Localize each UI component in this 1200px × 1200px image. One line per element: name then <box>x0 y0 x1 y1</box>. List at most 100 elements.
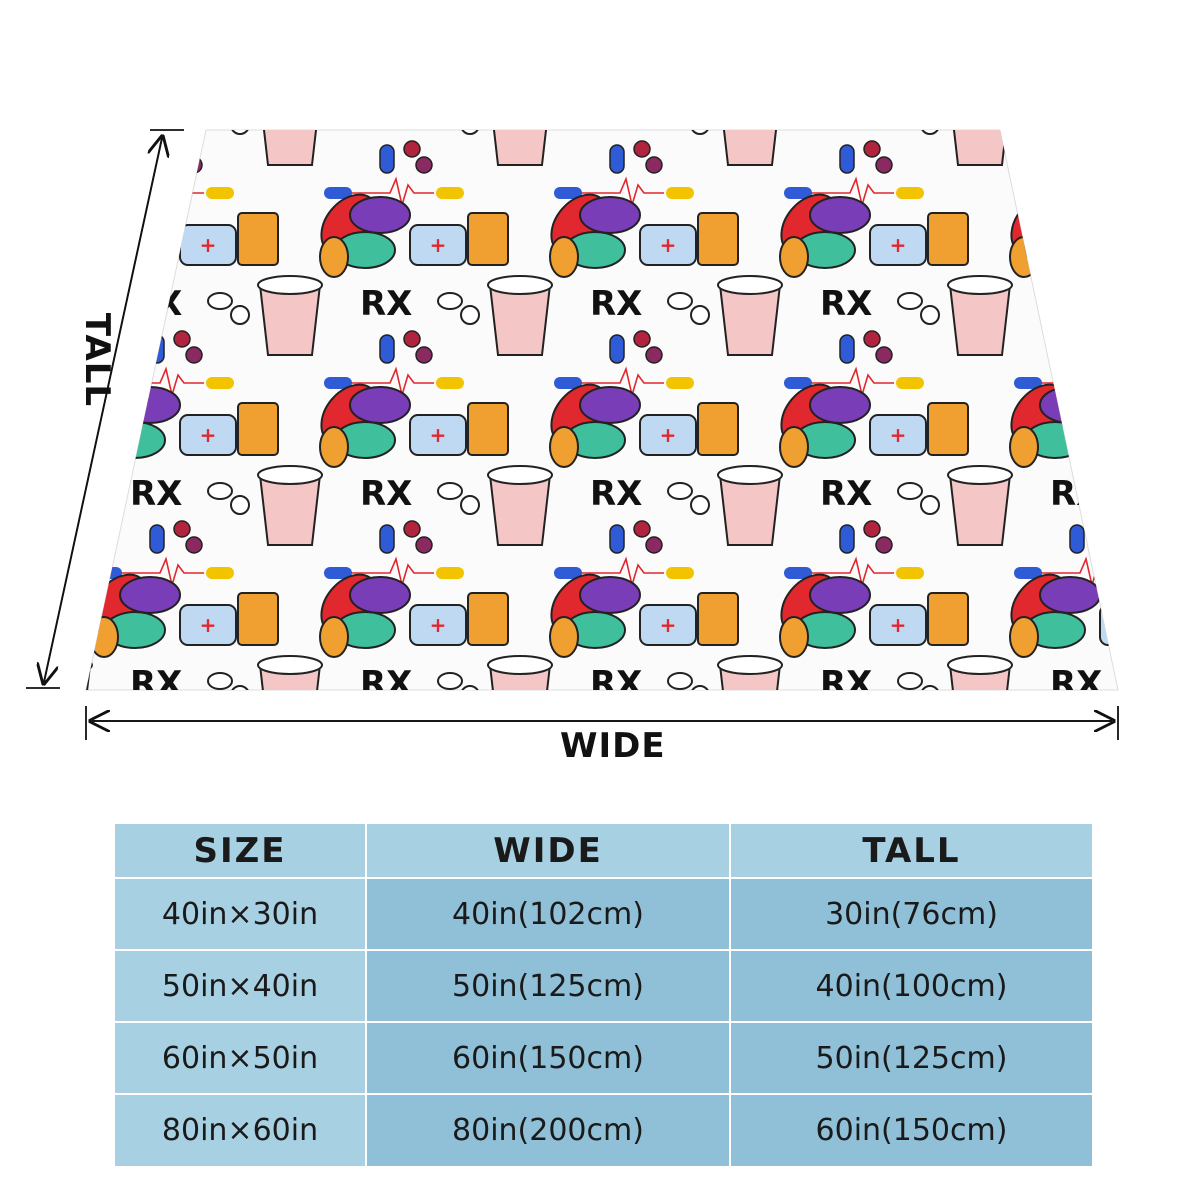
yellow-pill <box>896 757 924 769</box>
pill-jar <box>869 224 927 266</box>
teal-capsule <box>105 42 165 78</box>
white-tablet <box>690 305 710 325</box>
purple-capsule <box>350 7 410 43</box>
orange-bottle <box>237 212 279 266</box>
yellow-pill <box>206 757 234 769</box>
blue-pill <box>324 187 352 199</box>
cross-icon: + <box>200 423 217 447</box>
pill-jar <box>869 414 927 456</box>
pill-jar <box>1099 224 1118 266</box>
white-tablet <box>1151 686 1169 704</box>
pill-jar <box>639 224 697 266</box>
orange-capsule <box>90 807 118 847</box>
blue-red-pill <box>839 334 855 364</box>
red-capsule <box>80 0 160 76</box>
purple-capsule <box>1039 386 1101 424</box>
medicine-cup <box>488 284 552 356</box>
orange-capsule <box>779 616 809 658</box>
orange-bottle <box>697 402 739 456</box>
purple-tablet <box>415 156 433 174</box>
purple-tablet <box>1106 727 1122 743</box>
blue-red-pill <box>839 144 855 174</box>
orange-capsule <box>1009 426 1039 468</box>
white-tablet <box>230 495 250 515</box>
medicine-cup <box>1180 475 1200 545</box>
orange-bottle <box>8 783 48 835</box>
yellow-pill <box>0 757 4 769</box>
rx-text: RX <box>590 284 642 324</box>
cross-icon: + <box>200 43 217 67</box>
white-tablet <box>1128 863 1152 879</box>
size-table: SIZE WIDE TALL 40in×30in 40in(102cm) 30i… <box>115 824 1092 1166</box>
orange-bottle <box>8 403 48 455</box>
orange-bottle <box>928 23 968 75</box>
purple-capsule <box>119 576 181 614</box>
pill-jar <box>1100 795 1156 835</box>
cup-lid <box>86 275 93 295</box>
orange-capsule <box>549 426 579 468</box>
sparkle-icon: ✦ <box>1185 849 1200 870</box>
wide-cell: 50in(125cm) <box>367 951 729 1021</box>
purple-capsule <box>579 196 641 234</box>
medicine-cup <box>948 474 1012 546</box>
cup-lid <box>258 86 322 104</box>
pill-jar <box>0 415 6 455</box>
heartbeat-line <box>120 749 204 775</box>
orange-bottle <box>467 592 509 646</box>
purple-tablet <box>875 156 893 174</box>
cup-lid <box>487 275 553 295</box>
blue-pill <box>1014 377 1042 389</box>
red-tablet <box>403 330 421 348</box>
purple-tablet <box>416 727 432 743</box>
cross-icon: + <box>1120 613 1137 637</box>
red-tablet <box>403 520 421 538</box>
pill-jar <box>0 35 6 75</box>
orange-capsule <box>779 236 809 278</box>
cup-lid <box>947 465 1013 485</box>
size-cell: 60in×50in <box>115 1023 365 1093</box>
rx-text: RX <box>130 94 182 134</box>
tall-label: TALL <box>77 312 118 408</box>
orange-capsule <box>319 426 349 468</box>
sparkle-icon: ✦ <box>35 279 50 300</box>
yellow-pill <box>1126 757 1154 769</box>
blue-red-pill <box>840 715 854 743</box>
purple-tablet <box>415 346 433 364</box>
white-tablet <box>920 685 940 690</box>
red-tablet <box>634 711 650 727</box>
white-tablet <box>0 863 2 879</box>
blue-red-pill <box>379 334 395 364</box>
blue-pill <box>554 567 582 579</box>
white-tablet <box>1151 496 1169 514</box>
cup-lid <box>257 275 323 295</box>
header-size: SIZE <box>115 824 365 877</box>
rx-text: RX <box>1050 664 1102 704</box>
tall-dimension-line <box>26 129 184 689</box>
medicine-cup <box>488 130 552 166</box>
purple-tablet <box>1105 536 1118 554</box>
cross-icon: + <box>660 423 677 447</box>
white-tablet <box>438 103 462 119</box>
purple-capsule <box>349 196 411 234</box>
orange-capsule <box>549 236 579 278</box>
pill-jar <box>869 604 927 646</box>
medicine-cup <box>718 130 782 166</box>
blue-red-pill <box>609 334 625 364</box>
pill-jar <box>1099 604 1118 646</box>
white-tablet <box>1128 103 1152 119</box>
tall-cell: 30in(76cm) <box>731 879 1092 949</box>
cup-lid <box>28 846 92 864</box>
wide-cell: 60in(150cm) <box>367 1023 729 1093</box>
pill-jar <box>179 604 237 646</box>
purple-tablet <box>645 346 663 364</box>
orange-bottle <box>467 402 509 456</box>
orange-capsule <box>550 47 578 87</box>
blue-pill <box>94 757 122 769</box>
orange-bottle <box>1158 213 1198 265</box>
rx-text: RX <box>1050 94 1102 134</box>
yellow-pill <box>436 757 464 769</box>
orange-bottle <box>237 402 279 456</box>
teal-capsule <box>795 42 855 78</box>
orange-bottle <box>238 23 278 75</box>
purple-capsule <box>809 196 871 234</box>
